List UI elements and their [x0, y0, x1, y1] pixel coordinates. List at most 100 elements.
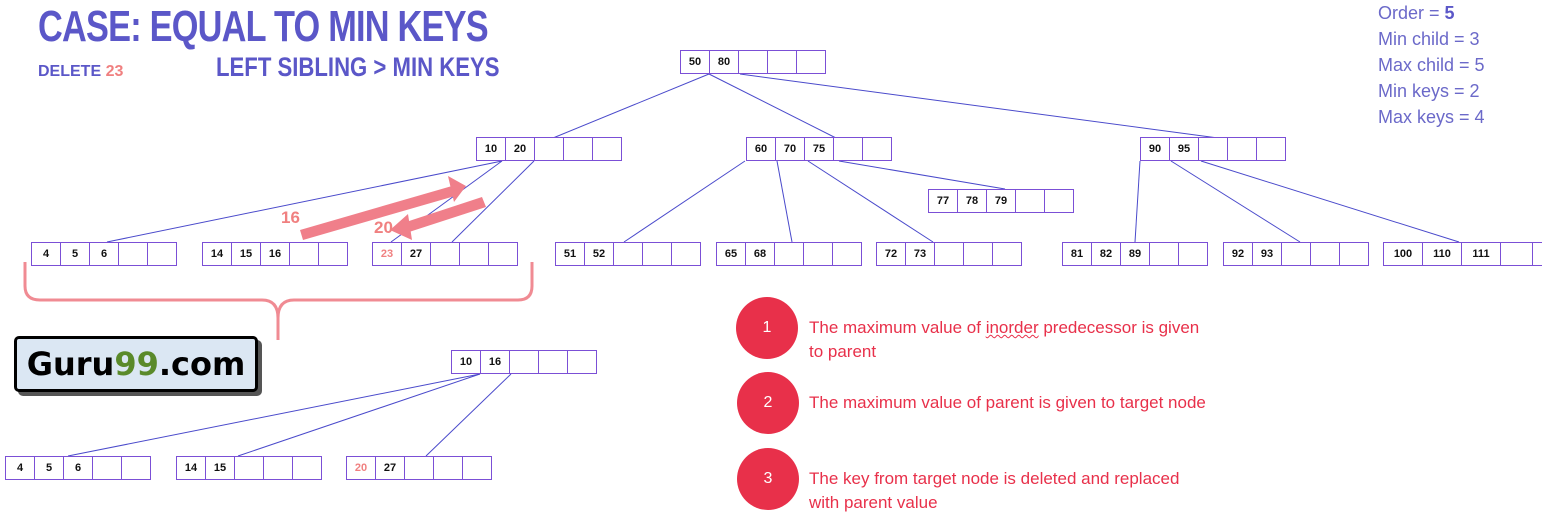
- key-cell: 77: [928, 189, 958, 213]
- result-leaf-node: 14 15: [176, 456, 322, 480]
- delete-value: 23: [105, 63, 124, 80]
- max-child-param: Max child = 5: [1378, 55, 1485, 75]
- key-cell: 95: [1169, 137, 1199, 161]
- arrow-up-icon: [300, 176, 466, 240]
- key-cell: 14: [202, 242, 232, 266]
- key-cell: [234, 456, 264, 480]
- leaf-node: 65 68: [716, 242, 862, 266]
- key-cell: 10: [451, 350, 481, 374]
- max-keys-param: Max keys = 4: [1378, 107, 1485, 127]
- key-cell: [509, 350, 539, 374]
- leaf-node: 4 5 6: [31, 242, 177, 266]
- key-cell: 100: [1383, 242, 1423, 266]
- key-cell: [1149, 242, 1179, 266]
- leaf-node: 72 73: [876, 242, 1022, 266]
- key-cell: [263, 456, 293, 480]
- delete-label: DELETE: [38, 63, 102, 80]
- key-cell: 16: [260, 242, 290, 266]
- internal-node-left: 10 20: [476, 137, 622, 161]
- key-cell: [430, 242, 460, 266]
- result-leaf-node-target: 20 27: [346, 456, 492, 480]
- key-cell: 51: [555, 242, 585, 266]
- key-cell: [738, 50, 768, 74]
- internal-node-middle: 60 70 75: [746, 137, 892, 161]
- key-cell: [862, 137, 892, 161]
- key-cell: 82: [1091, 242, 1121, 266]
- key-cell: [1532, 242, 1542, 266]
- key-cell: [567, 350, 597, 374]
- key-cell: [613, 242, 643, 266]
- root-node: 50 80: [680, 50, 826, 74]
- key-cell: [147, 242, 177, 266]
- key-cell: [292, 456, 322, 480]
- leaf-node-target: 23 27: [372, 242, 518, 266]
- page-subtitle: LEFT SIBLING > MIN KEYS: [216, 52, 500, 82]
- key-cell: 111: [1461, 242, 1501, 266]
- leaf-node: 92 93: [1223, 242, 1369, 266]
- key-cell: 27: [375, 456, 405, 480]
- key-cell: [1178, 242, 1208, 266]
- key-cell: 80: [709, 50, 739, 74]
- tree-parameters: Order = 5 Min child = 3 Max child = 5 Mi…: [1378, 0, 1485, 130]
- key-cell: [833, 137, 863, 161]
- overflow-node: 77 78 79: [928, 189, 1074, 213]
- key-cell: [289, 242, 319, 266]
- key-cell: [1310, 242, 1340, 266]
- key-cell: 75: [804, 137, 834, 161]
- key-cell: [488, 242, 518, 266]
- key-cell: 5: [34, 456, 64, 480]
- key-cell: 14: [176, 456, 206, 480]
- key-cell: [1281, 242, 1311, 266]
- internal-node-right: 90 95: [1140, 137, 1286, 161]
- step-1-badge: 1: [736, 297, 798, 359]
- key-cell: [767, 50, 797, 74]
- key-cell: [1227, 137, 1257, 161]
- arrow-up-label: 16: [281, 208, 300, 227]
- key-cell: [1500, 242, 1533, 266]
- min-keys-param: Min keys = 2: [1378, 81, 1480, 101]
- step-2-badge: 2: [737, 372, 799, 434]
- key-cell: 4: [5, 456, 35, 480]
- key-cell: [992, 242, 1022, 266]
- key-cell: [803, 242, 833, 266]
- key-cell: [563, 137, 593, 161]
- key-cell: [462, 456, 492, 480]
- key-cell: 15: [205, 456, 235, 480]
- step-3-text: The key from target node is deleted and …: [809, 469, 1180, 512]
- brace-shape: [23, 262, 534, 340]
- key-cell: 81: [1062, 242, 1092, 266]
- result-leaf-node: 4 5 6: [5, 456, 151, 480]
- key-cell: [534, 137, 564, 161]
- key-cell: 27: [401, 242, 431, 266]
- min-child-param: Min child = 3: [1378, 29, 1480, 49]
- key-cell: [318, 242, 348, 266]
- key-cell: [92, 456, 122, 480]
- step-2-text: The maximum value of parent is given to …: [809, 393, 1206, 412]
- key-cell: 92: [1223, 242, 1253, 266]
- key-cell: 15: [231, 242, 261, 266]
- leaf-node: 100 110 111: [1383, 242, 1542, 266]
- key-cell: [118, 242, 148, 266]
- key-cell: 89: [1120, 242, 1150, 266]
- key-cell: [1339, 242, 1369, 266]
- key-cell: 79: [986, 189, 1016, 213]
- step-1-text: The maximum value of inorder predecessor…: [809, 318, 1200, 361]
- order-param: Order = 5: [1378, 3, 1455, 23]
- key-cell: 5: [60, 242, 90, 266]
- step-3-badge: 3: [737, 448, 799, 510]
- key-cell: [1044, 189, 1074, 213]
- key-cell: 20: [505, 137, 535, 161]
- key-cell: [796, 50, 826, 74]
- key-cell: [121, 456, 151, 480]
- key-cell: 78: [957, 189, 987, 213]
- key-cell: 6: [89, 242, 119, 266]
- key-cell: 65: [716, 242, 746, 266]
- key-cell: 4: [31, 242, 61, 266]
- key-cell: [671, 242, 701, 266]
- key-cell: 6: [63, 456, 93, 480]
- key-cell: 72: [876, 242, 906, 266]
- leaf-node: 81 82 89: [1062, 242, 1208, 266]
- key-cell: [774, 242, 804, 266]
- result-parent-node: 10 16: [451, 350, 597, 374]
